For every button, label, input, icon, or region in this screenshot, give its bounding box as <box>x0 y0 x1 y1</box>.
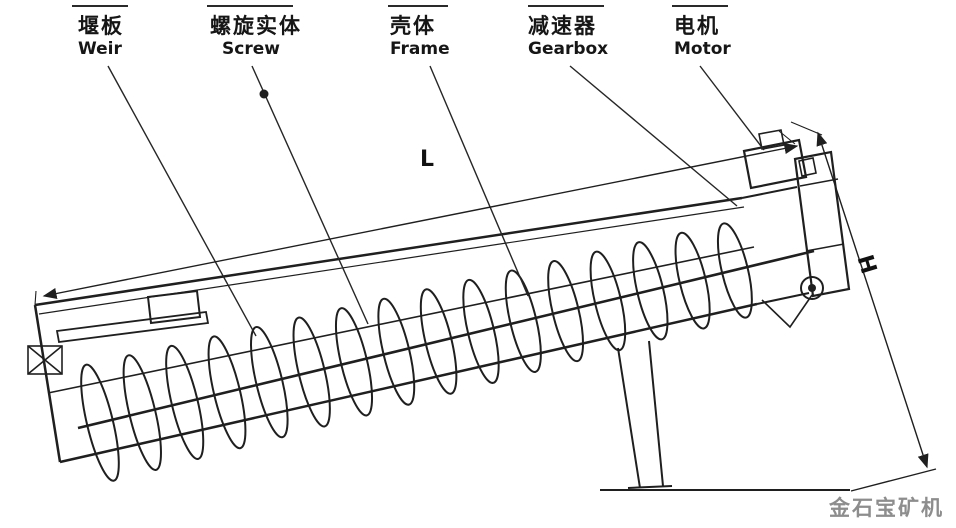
gearbox-leader-line <box>569 65 738 207</box>
screw-spiral <box>80 222 753 482</box>
dimension-lines <box>34 121 937 492</box>
weir-label: 堰板 Weir <box>78 14 124 59</box>
top-border-mark <box>207 5 293 7</box>
motor-label-zh: 电机 <box>674 14 720 38</box>
gearbox-label-en: Gearbox <box>528 38 609 59</box>
dimension-h-line <box>816 131 929 469</box>
screw-flight <box>250 325 289 439</box>
dimension-l-line <box>42 142 799 300</box>
screw-flight <box>292 316 331 428</box>
motor-label-en: Motor <box>674 38 731 59</box>
frame-label-en: Frame <box>390 38 450 59</box>
weir-label-en: Weir <box>78 38 122 59</box>
dimension-l-label: L <box>420 147 435 172</box>
screw-flight <box>334 307 374 417</box>
top-border-mark <box>72 5 128 7</box>
frame-label: 壳体 Frame <box>390 14 450 59</box>
weir-leader-line <box>107 65 257 337</box>
screw-flight <box>207 335 247 450</box>
frame-label-zh: 壳体 <box>390 14 436 38</box>
weir-label-zh: 堰板 <box>78 14 124 38</box>
screw-leader-dot <box>259 89 269 99</box>
frame-leader-line <box>429 65 529 297</box>
top-border-mark <box>672 5 728 7</box>
screw-flight <box>122 354 162 471</box>
motor-leader-line <box>699 65 765 151</box>
coupling <box>798 157 817 177</box>
feed-box <box>27 345 63 375</box>
support-leg <box>617 340 673 489</box>
gearbox-housing <box>793 150 851 298</box>
gearbox-label-zh: 减速器 <box>528 14 597 38</box>
screw-flight <box>80 363 120 482</box>
screw-label-en: Screw <box>222 38 280 59</box>
drive-assembly <box>742 129 851 329</box>
screw-shaft <box>77 249 815 430</box>
motor-label: 电机 Motor <box>674 14 731 59</box>
top-border-mark <box>388 5 448 7</box>
screw-label-zh: 螺旋实体 <box>210 14 302 38</box>
screw-flight <box>165 344 205 460</box>
gearbox-label: 减速器 Gearbox <box>528 14 609 59</box>
top-border-mark <box>528 5 604 7</box>
screw-label: 螺旋实体 Screw <box>210 14 302 59</box>
watermark-text: 金石宝矿机 <box>829 496 944 520</box>
screw-leader-line <box>251 65 369 325</box>
